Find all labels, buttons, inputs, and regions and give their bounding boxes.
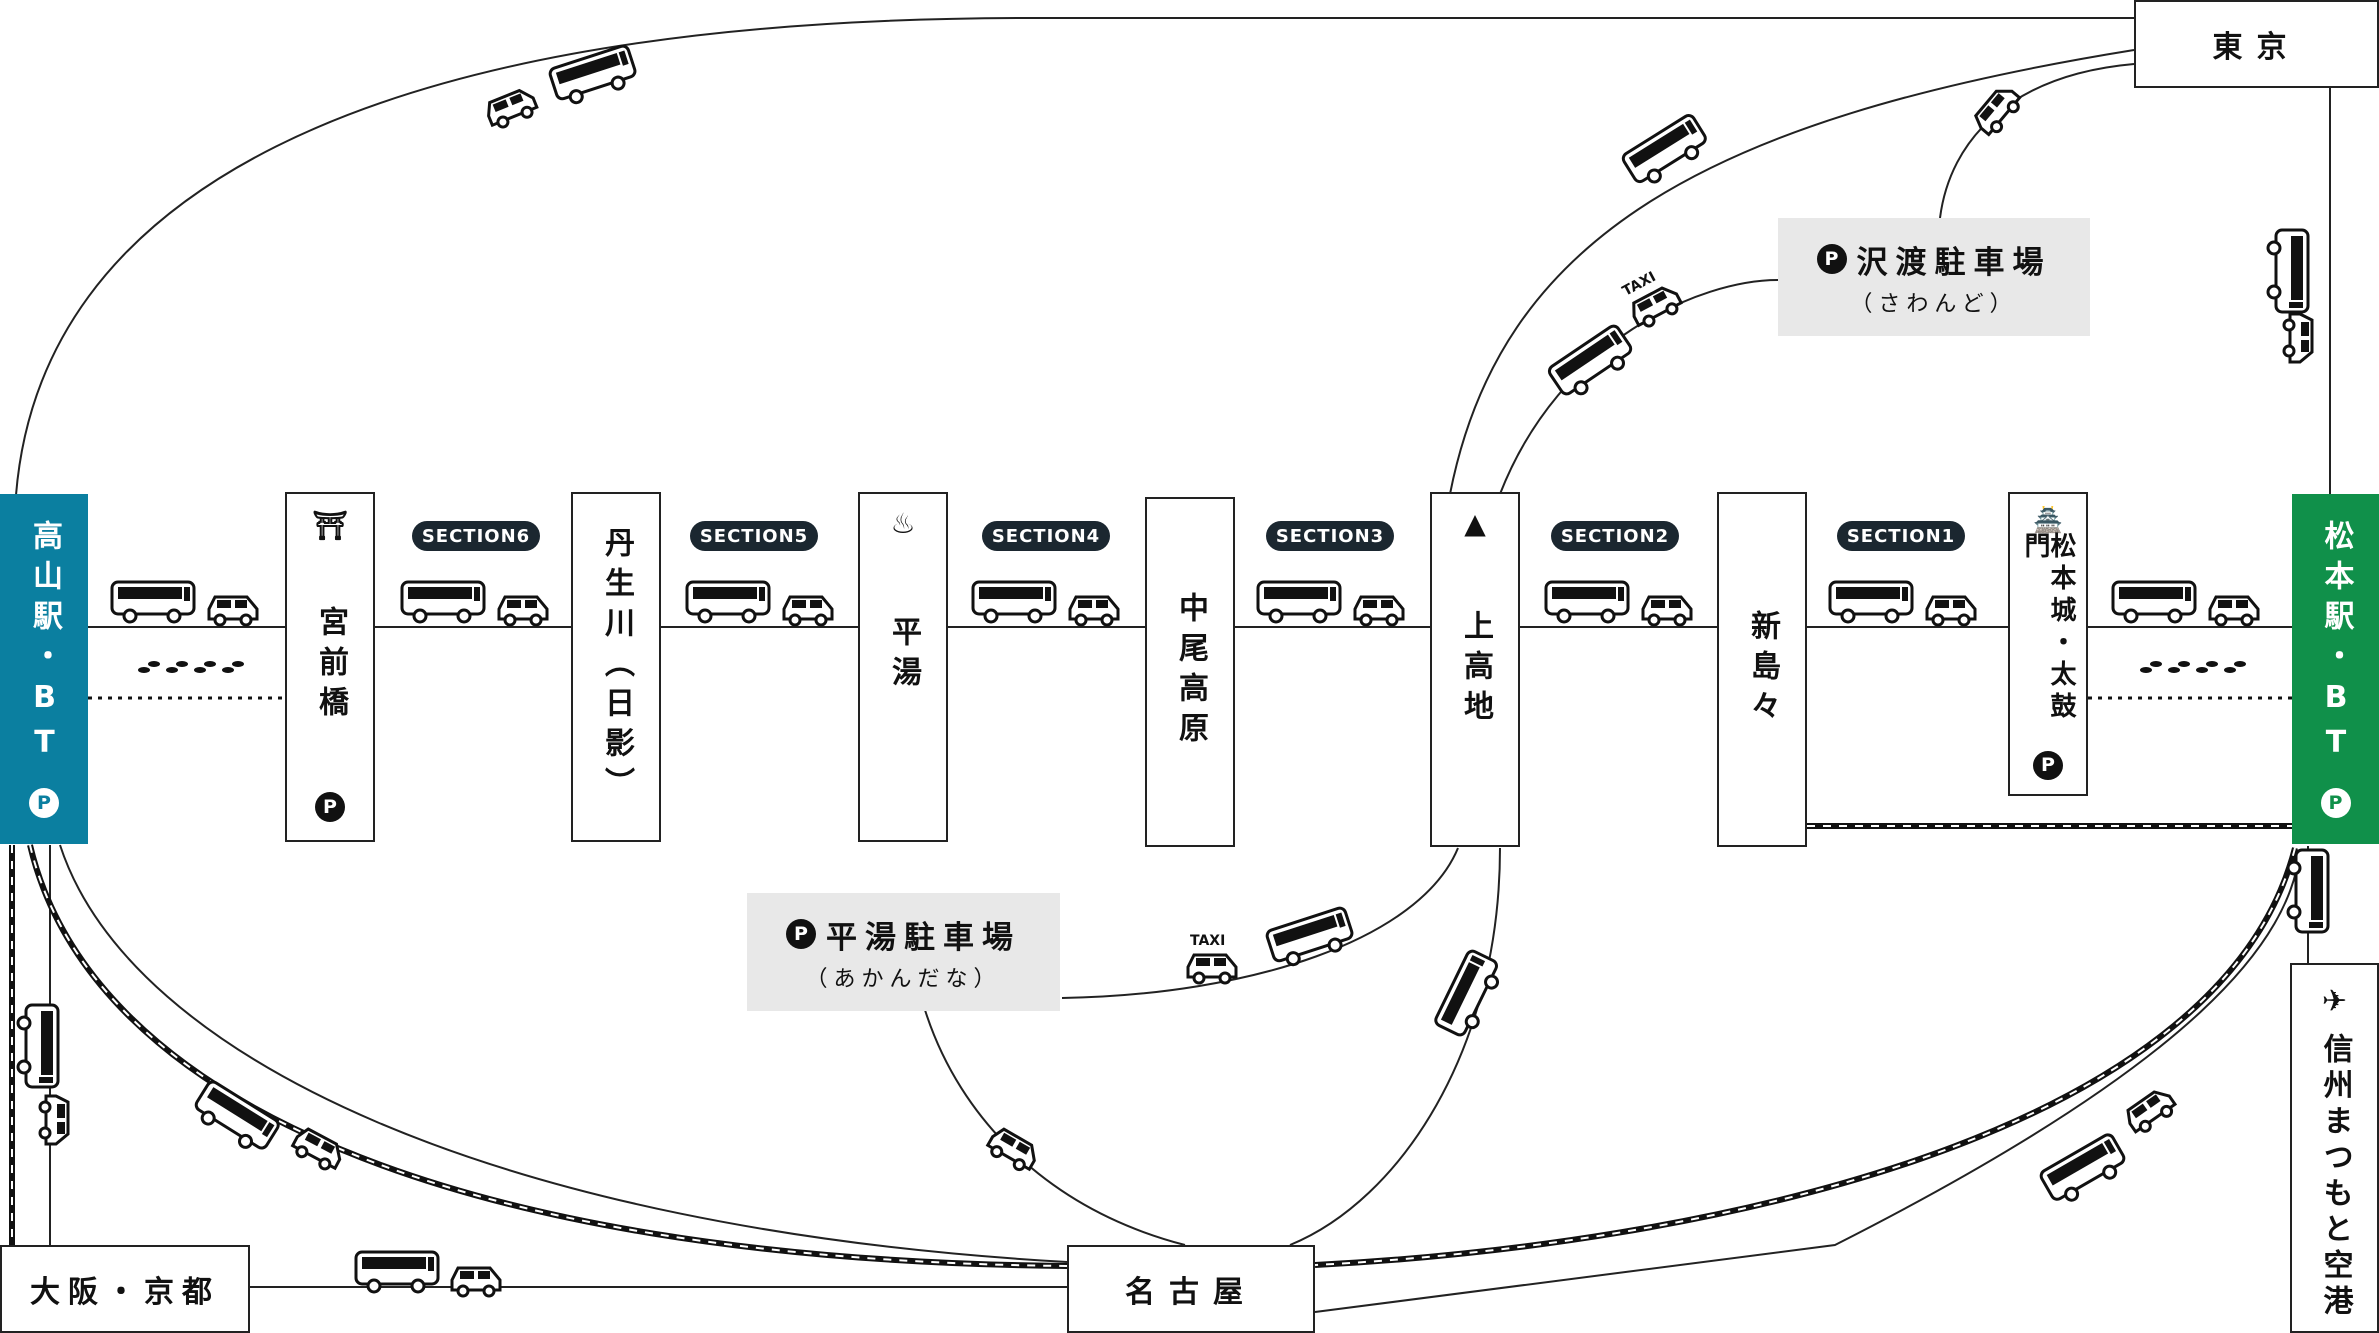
stop-hirayu[interactable]: ♨ 平湯 [858, 492, 948, 842]
parking-sawando[interactable]: P 沢渡駐車場 （さわんど） [1778, 218, 2090, 336]
section-pill-6: SECTION6 [412, 521, 540, 551]
parking-name: 沢渡駐車場 [1856, 244, 2052, 281]
hot-spring-icon: ♨ [890, 507, 916, 540]
city-nagoya[interactable]: 名古屋 [1067, 1245, 1315, 1333]
city-label: 東京 [2212, 30, 2301, 65]
section-pill-1: SECTION1 [1837, 521, 1965, 551]
terminal-matsumoto[interactable]: 松本駅・BT P [2292, 494, 2379, 844]
stop-nyukawa[interactable]: 丹生川（日影） [571, 492, 661, 842]
parking-icon: P [1816, 244, 1847, 274]
parking-icon: P [29, 788, 59, 818]
parking-icon: P [786, 919, 816, 949]
parking-icon: P [315, 792, 345, 822]
terminal-takayama-label: 高山駅・BT [27, 520, 62, 770]
stop-label: 中尾高原 [1173, 592, 1208, 752]
stop-label: 新島々 [1745, 609, 1780, 730]
airplane-icon: ✈ [2321, 984, 2348, 1019]
parking-title: P 沢渡駐車場 [1816, 237, 2052, 282]
torii-icon: ⛩ [312, 509, 348, 542]
section-pill-5: SECTION5 [690, 521, 818, 551]
section-pill-4: SECTION4 [982, 521, 1110, 551]
stop-shinshimashima[interactable]: 新島々 [1717, 492, 1807, 847]
parking-title: P 平湯駐車場 [786, 912, 1021, 957]
section-pill-3: SECTION3 [1266, 521, 1394, 551]
castle-icon: 🏯 [2033, 506, 2063, 534]
city-label: 信州まつもと空港 [2317, 1033, 2353, 1321]
stop-kamikochi[interactable]: ▲ 上高地 [1430, 492, 1520, 847]
section-pill-2: SECTION2 [1551, 521, 1679, 551]
mountain-icon: ▲ [1464, 507, 1486, 540]
stop-label: 丹生川（日影） [599, 527, 634, 807]
stop-label: 宮前橋 [313, 606, 348, 726]
parking-kana: （あかんだな） [805, 966, 1002, 992]
stop-label: 平湯 [886, 616, 921, 696]
stop-label: 上高地 [1458, 610, 1493, 730]
terminal-matsumoto-label: 松本駅・BT [2318, 520, 2354, 770]
parking-icon: P [2320, 788, 2351, 818]
stop-matsumotojo[interactable]: 🏯 松本城・太鼓門 P [2008, 492, 2088, 796]
city-osaka-kyoto[interactable]: 大阪・京都 [0, 1245, 250, 1333]
stop-miyamaebashi[interactable]: ⛩ 宮前橋 P [285, 492, 375, 842]
stop-nakaokogen[interactable]: 中尾高原 [1145, 497, 1235, 847]
parking-name: 平湯駐車場 [826, 919, 1021, 956]
city-airport[interactable]: ✈ 信州まつもと空港 [2290, 963, 2379, 1333]
parking-kana: （さわんど） [1850, 291, 2018, 317]
city-label: 名古屋 [1125, 1275, 1257, 1310]
city-label: 大阪・京都 [30, 1275, 220, 1310]
stop-label: 松本城・太鼓門 [2020, 532, 2076, 724]
parking-icon: P [2033, 750, 2063, 780]
city-tokyo[interactable]: 東京 [2134, 0, 2379, 88]
terminal-takayama[interactable]: 高山駅・BT P [0, 494, 88, 844]
parking-hirayu[interactable]: P 平湯駐車場 （あかんだな） [747, 893, 1060, 1011]
